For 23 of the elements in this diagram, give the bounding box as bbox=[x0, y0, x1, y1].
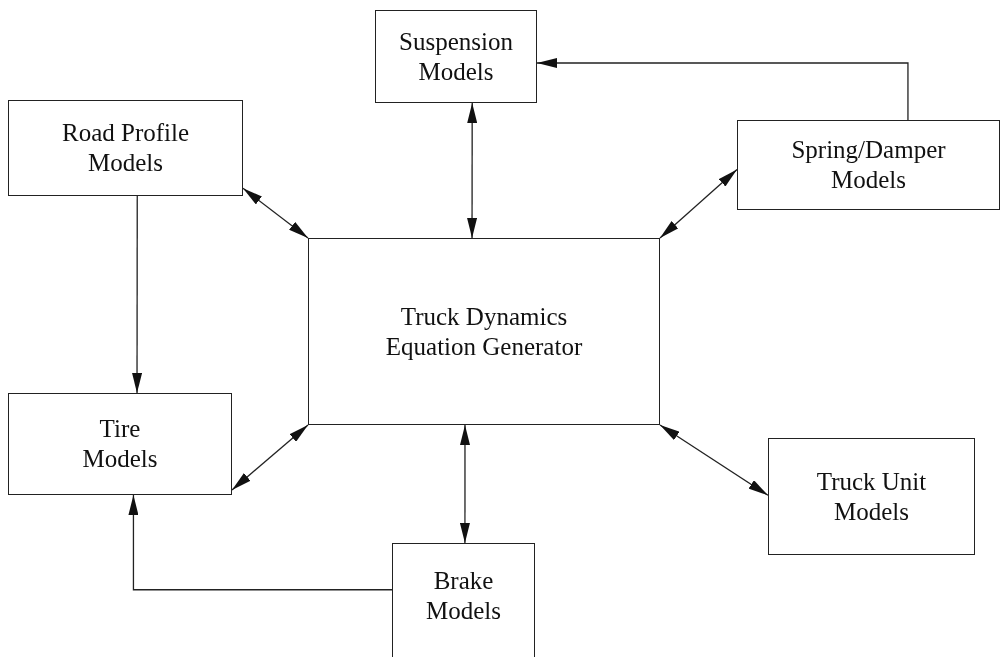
box-label: Truck Dynamics Equation Generator bbox=[384, 301, 584, 362]
box-label: Truck Unit Models bbox=[815, 466, 928, 527]
model-box bbox=[737, 120, 1000, 210]
arrow bbox=[242, 187, 309, 239]
arrow bbox=[132, 195, 143, 394]
model-box bbox=[392, 543, 535, 657]
arrow bbox=[536, 58, 909, 121]
box-label: Suspension Models bbox=[398, 26, 514, 87]
box-label: Brake Models bbox=[425, 566, 502, 626]
arrow bbox=[659, 424, 769, 496]
box-label: Road Profile Models bbox=[60, 118, 191, 178]
box-label: Spring/Damper Models bbox=[790, 135, 947, 195]
model-box bbox=[375, 10, 537, 103]
box-label: Tire Models bbox=[81, 414, 159, 474]
model-box bbox=[8, 393, 232, 495]
arrow bbox=[231, 424, 309, 491]
arrow bbox=[659, 168, 738, 239]
model-box bbox=[8, 100, 243, 196]
arrow bbox=[467, 102, 478, 239]
model-box bbox=[768, 438, 975, 555]
arrow bbox=[459, 424, 470, 544]
model-box bbox=[308, 238, 660, 425]
arrow bbox=[128, 494, 393, 591]
